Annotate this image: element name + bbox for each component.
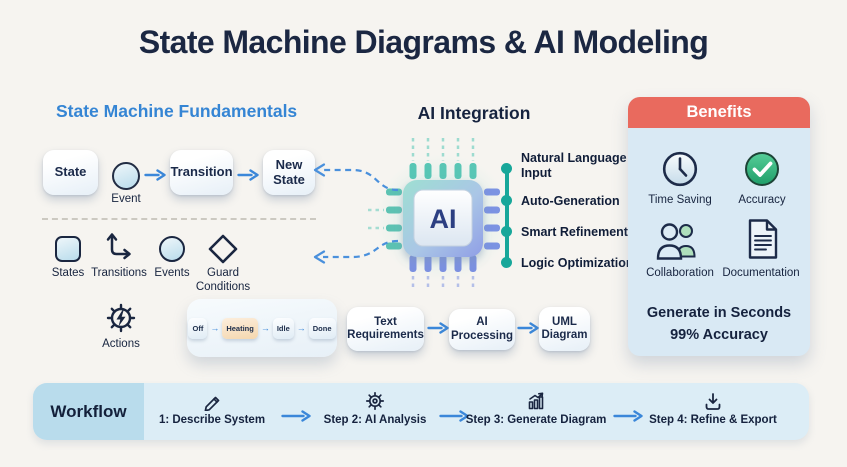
ai-heading: AI Integration [417,103,531,123]
arrow-right-icon [613,410,643,422]
event-label: Event [111,193,141,205]
workflow-step-4: Step 4: Refine & Export [649,391,777,426]
workflow-heading: Workflow [33,383,144,440]
chip-label: AI [430,204,457,234]
mini-state: Done [308,317,336,339]
gear-icon [365,391,385,411]
workflow-step-label: Step 2: AI Analysis [323,414,427,426]
workflow-step-label: Step 4: Refine & Export [649,414,777,426]
rounded-square-icon [55,236,81,262]
pipeline-node-text-requirements: Text Requirements [347,307,424,351]
feature-dot [501,195,512,206]
legend-label: Events [154,267,190,279]
benefit-label: Accuracy [738,194,786,206]
benefits-heading: Benefits [628,97,810,128]
ai-chip-icon: AI [368,138,506,288]
actions-gear-icon [106,303,136,333]
transition-arrow-icon [106,233,131,260]
benefits-panel: Benefits Time Saving Accuracy [628,97,810,356]
mini-arrow-icon: → [210,323,220,333]
legend-label: Transitions [91,267,147,279]
arrow-right-icon [517,322,539,334]
dashed-feedback-arrows [313,163,398,264]
page-title: State Machine Diagrams & AI Modeling [138,24,709,60]
clock-icon [662,151,698,187]
legend-label: Guard Conditions [195,267,251,293]
benefit-label: Time Saving [648,194,712,206]
mini-arrow-icon: → [296,323,306,333]
workflow-step-3: Step 3: Generate Diagram [466,391,606,426]
check-circle-icon [745,152,779,186]
mini-state: Idle [272,317,294,339]
feature-label: Smart Refinement [521,225,628,239]
mini-arrow-icon: → [260,323,270,333]
arrow-right-icon [281,410,311,422]
feature-label: Logic Optimization [521,256,634,270]
workflow-step-2: Step 2: AI Analysis [321,391,429,426]
actions-label: Actions [102,338,140,350]
benefits-footer-line1: Generate in Seconds [646,305,792,321]
arrow-right-icon [144,169,166,181]
state-node: State [43,150,98,195]
mini-state: Off [188,317,208,339]
benefits-footer-line2: 99% Accuracy [670,327,768,343]
document-icon [748,219,778,259]
mini-state-machine: Off → Heating → Idle → Done [187,299,337,357]
download-icon [705,393,721,410]
arrow-right-icon [439,410,469,422]
legend-label: States [51,267,85,279]
pipeline-node-ai-processing: AI Processing [449,309,515,350]
feature-label: Auto-Generation [521,194,620,208]
benefit-label: Collaboration [646,267,714,279]
diamond-icon [208,234,238,264]
feature-dot [501,257,512,268]
fundamentals-heading: State Machine Fundamentals [56,101,298,121]
feature-dot [501,163,512,174]
feature-timeline [505,168,509,263]
new-state-node: New State [263,150,315,195]
pipeline-node-uml-diagram: UML Diagram [539,307,590,351]
transition-node: Transition [170,150,233,195]
workflow-bar: Workflow 1: Describe System Step 2: [33,383,809,440]
feature-dot [501,226,512,237]
mini-state-active: Heating [222,317,258,339]
feature-label: Natural Language Input [521,151,627,181]
pencil-icon [204,396,220,411]
workflow-step-label: 1: Describe System [158,414,266,426]
people-icon [656,223,696,260]
benefit-label: Documentation [722,267,800,279]
workflow-step-label: Step 3: Generate Diagram [465,414,607,426]
section-divider [42,218,316,220]
workflow-step-1: 1: Describe System [154,391,270,426]
bar-chart-icon [528,392,544,410]
arrow-right-icon [237,169,259,181]
event-circle-icon [112,162,140,190]
arrow-right-icon [427,322,449,334]
circle-icon [159,236,185,262]
